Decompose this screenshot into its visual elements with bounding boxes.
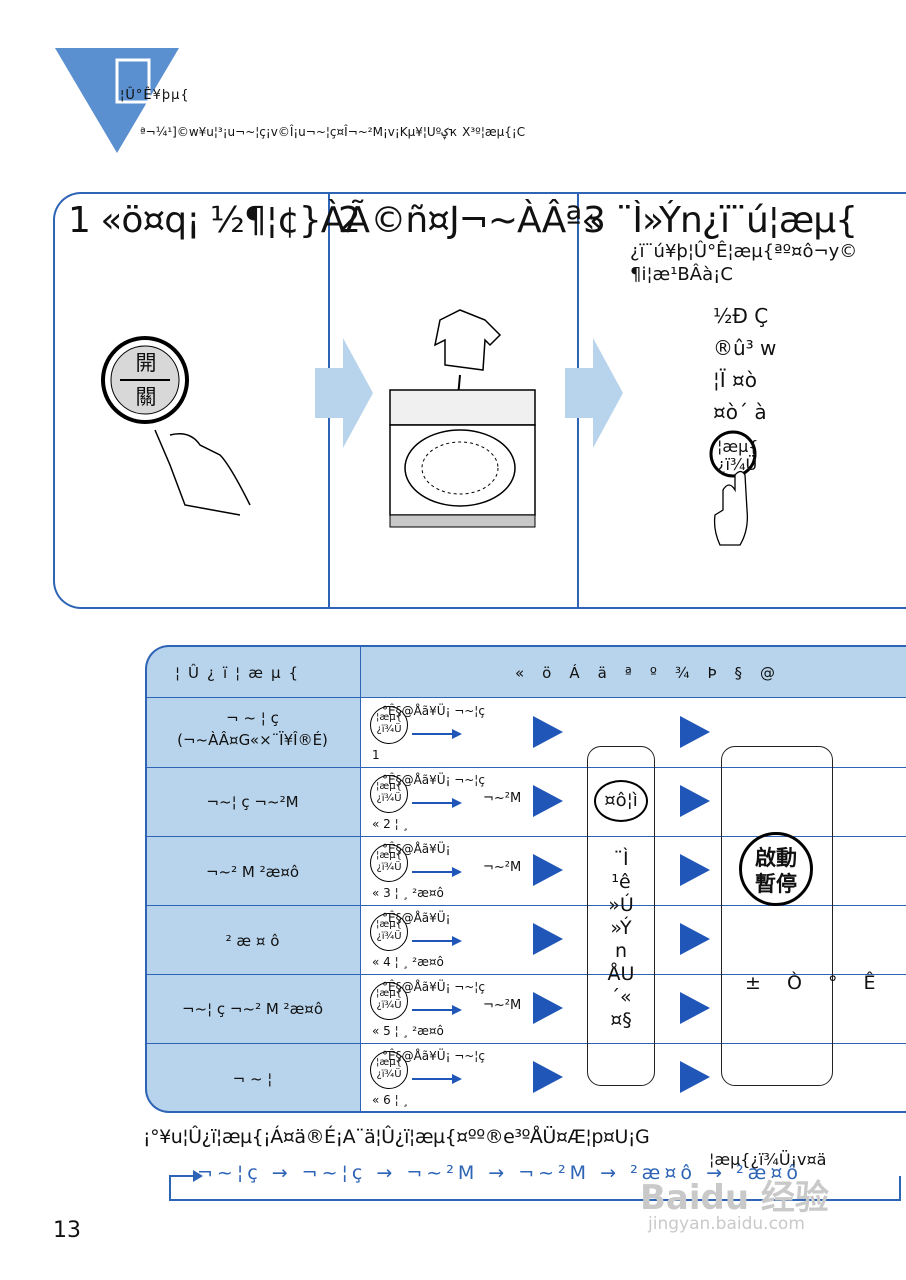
step-3-vertical-text: ½Ð Ç ®û³ w ¦Ï ¤ò ¤ò´ à bbox=[713, 304, 777, 424]
water-level-box bbox=[587, 746, 655, 1086]
table-row-divider bbox=[145, 767, 906, 768]
footer-note: ¡°¥u¦Û¿ï¦æµ{¡Á¤ä®É¡A¨ä¦Û¿ï¦æµ{¤ºº®e³ºÅÜ¤… bbox=[143, 1126, 650, 1148]
row-label: ¬ ~ ¦ bbox=[232, 1070, 273, 1088]
step-arrow-icon bbox=[315, 338, 373, 448]
step-3-heading: 3 ¨Ì»Ý­n¿ï¨ú¦æµ{ bbox=[583, 200, 858, 241]
page-number: 13 bbox=[53, 1218, 81, 1243]
row-display-text: °Ê§@Åã¥Ü¡ ¬~¦ç bbox=[382, 980, 485, 994]
start-box bbox=[721, 746, 833, 1086]
arrow-right-icon bbox=[412, 729, 462, 739]
row-mid-text: ¬~²M bbox=[483, 791, 522, 806]
table-header-right: «öÁäªº¾Þ§@ bbox=[515, 664, 794, 682]
arrow-right-icon bbox=[412, 867, 462, 877]
play-triangle-icon bbox=[680, 716, 710, 748]
table-row-divider bbox=[145, 1043, 906, 1044]
footer-note-2: ¦æµ{¿ï¾Ü¡v¤ä bbox=[709, 1150, 827, 1169]
row-press-count: « 6 ¦ ¸ bbox=[372, 1093, 409, 1107]
table-header-background bbox=[360, 645, 906, 697]
program-button-icon: ¦æµ{¿ï¾Ü bbox=[370, 982, 408, 1020]
row-press-count: « 2 ¦ ¸ bbox=[372, 817, 409, 831]
play-triangle-icon bbox=[680, 992, 710, 1024]
program-button-hand-illustration bbox=[709, 430, 757, 546]
power-button-hand-illustration bbox=[101, 336, 251, 516]
row-label: ² æ ¤ ô bbox=[225, 932, 280, 950]
play-triangle-icon bbox=[533, 785, 563, 817]
row-label: ¬~¦ ç ¬~² M ²æ¤ô bbox=[181, 1000, 324, 1018]
water-level-button-icon: ¤ô¦ì bbox=[594, 780, 648, 822]
table-row-divider bbox=[145, 836, 906, 837]
table-row-divider bbox=[145, 697, 906, 698]
washer-illustration bbox=[389, 309, 536, 528]
program-button-icon: ¦æµ{¿ï¾Ü bbox=[370, 913, 408, 951]
header-subtitle: ª¬­¼¹]©w¥u¦³¡u¬~¦ç¡v©Î¡u¬~¦ç¤Î¬~²M¡v¡Kµ¥… bbox=[140, 125, 526, 139]
table-row: ¦æµ{¿ï¾Ü °Ê§@Åã¥Ü¡ ¬~²M « 3 ¦ ¸ ²æ¤ô bbox=[368, 838, 538, 904]
play-triangle-icon bbox=[533, 854, 563, 886]
steps-panel bbox=[53, 192, 906, 609]
row-press-count: « 3 ¦ ¸ ²æ¤ô bbox=[372, 886, 444, 900]
play-triangle-icon bbox=[533, 992, 563, 1024]
row-mid-text: ¬~²M bbox=[483, 998, 522, 1013]
row-press-count: « 5 ¦ ¸ ²æ¤ô bbox=[372, 1024, 444, 1038]
step-1-heading: 1 «ö¤q¡ ½¶¦¢}ÀÃ bbox=[68, 200, 370, 241]
start-pause-label: 啟動 暫停 bbox=[755, 846, 797, 896]
program-select-button-label: ¦æµ{ ¿ï¾Ü bbox=[717, 437, 759, 474]
cycle-sequence: ¬~¦ç → ¬~¦ç → ¬~²M → ¬~²M → ²æ¤ô → ²æ¤ô bbox=[197, 1162, 803, 1184]
play-triangle-icon bbox=[533, 716, 563, 748]
step-arrow-icon bbox=[565, 338, 623, 448]
arrow-right-icon bbox=[412, 1074, 462, 1084]
program-button-icon: ¦æµ{¿ï¾Ü bbox=[370, 706, 408, 744]
row-mid-text: ¬~²M bbox=[483, 860, 522, 875]
arrow-right-icon bbox=[412, 936, 462, 946]
play-triangle-icon bbox=[533, 1061, 563, 1093]
table-row: ¦æµ{¿ï¾Ü °Ê§@Åã¥Ü¡ ¬~¦ç ¬~²M « 2 ¦ ¸ bbox=[368, 769, 538, 835]
table-column-divider bbox=[360, 645, 361, 1113]
start-pause-button-icon: 啟動 暫停 bbox=[739, 832, 813, 906]
table-row-divider bbox=[145, 905, 906, 906]
arrow-right-icon bbox=[412, 1005, 462, 1015]
table-row: ¦æµ{¿ï¾Ü °Ê§@Åã¥Ü¡ ¬~¦ç ¬~²M « 5 ¦ ¸ ²æ¤… bbox=[368, 976, 538, 1042]
row-press-count: « 4 ¦ ¸ ²æ¤ô bbox=[372, 955, 444, 969]
play-triangle-icon bbox=[680, 1061, 710, 1093]
table-row-divider bbox=[145, 974, 906, 975]
watermark-url: jingyan.baidu.com bbox=[648, 1214, 805, 1234]
program-table bbox=[145, 645, 906, 1113]
table-row: ¦æµ{¿ï¾Ü °Ê§@Åã¥Ü¡ ¬~¦ç 1 bbox=[368, 700, 538, 766]
play-triangle-icon bbox=[533, 923, 563, 955]
row-label: ¬~¦ ç ¬~²M bbox=[206, 793, 299, 811]
watermark-brand: Baidu 经验 bbox=[640, 1178, 829, 1218]
header-title: ¦Û°Ê¥þµ{ bbox=[120, 88, 190, 103]
program-button-icon: ¦æµ{¿ï¾Ü bbox=[370, 1051, 408, 1089]
cycle-loop-arrow bbox=[169, 1170, 901, 1201]
program-button-icon: ¦æµ{¿ï¾Ü bbox=[370, 844, 408, 882]
step-3-description: ¿ï¨ú¥þ¦Û°Ê¦æµ{ªº¤ô¬y© ¶i¦æ¹BÂà¡C bbox=[630, 241, 858, 285]
table-row: ¦æµ{¿ï¾Ü °Ê§@Åã¥Ü¡ ¬~¦ç « 6 ¦ ¸ bbox=[368, 1045, 538, 1111]
row-display-text: °Ê§@Åã¥Ü¡ bbox=[382, 911, 451, 925]
start-note: ± Ò ° Ê bbox=[745, 972, 886, 994]
row-display-text: °Ê§@Åã¥Ü¡ ¬~¦ç bbox=[382, 773, 485, 787]
water-level-note: ¨Ì ¹ê »Ú »Ý ­n ÅU ´« ¤§ bbox=[607, 848, 635, 1031]
row-display-text: °Ê§@Åã¥Ü¡ ¬~¦ç bbox=[382, 704, 485, 718]
play-triangle-icon bbox=[680, 923, 710, 955]
row-display-text: °Ê§@Åã¥Ü¡ ¬~¦ç bbox=[382, 1049, 485, 1063]
table-header-left: ¦Û¿ï¦æµ{ bbox=[175, 664, 307, 682]
row-label: ¬ ~ ¦ ç (¬~ÀÂ¤G«×¨Ï¥Î®É) bbox=[177, 709, 328, 749]
arrow-right-icon bbox=[412, 798, 462, 808]
row-press-count: 1 bbox=[372, 748, 380, 762]
step-2-heading: 2 ©ñ¤J¬~ÀÂª« bbox=[338, 200, 603, 241]
table-row: ¦æµ{¿ï¾Ü °Ê§@Åã¥Ü¡ « 4 ¦ ¸ ²æ¤ô bbox=[368, 907, 538, 973]
play-triangle-icon bbox=[680, 785, 710, 817]
row-display-text: °Ê§@Åã¥Ü¡ bbox=[382, 842, 451, 856]
power-button-label: 開 關 bbox=[135, 351, 157, 409]
program-button-icon: ¦æµ{¿ï¾Ü bbox=[370, 775, 408, 813]
row-label: ¬~² M ²æ¤ô bbox=[205, 863, 300, 881]
table-label-column bbox=[145, 645, 360, 1113]
play-triangle-icon bbox=[680, 854, 710, 886]
header-triangle bbox=[55, 48, 179, 153]
